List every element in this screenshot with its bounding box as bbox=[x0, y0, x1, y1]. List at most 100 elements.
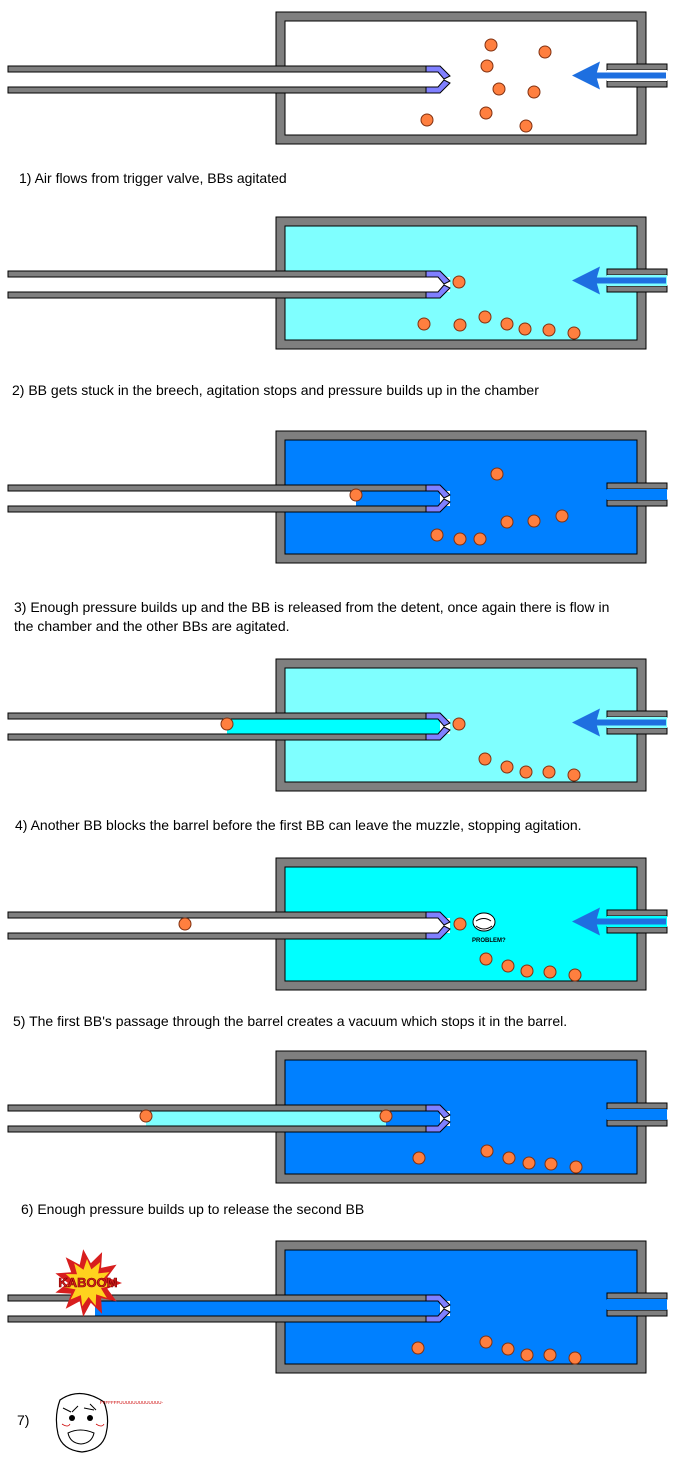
bb-circle-icon bbox=[543, 965, 557, 979]
bb-circle-icon bbox=[411, 1341, 425, 1355]
diagram-frame-3 bbox=[7, 430, 668, 564]
inlet-wall-top bbox=[606, 1292, 668, 1300]
bb-circle-icon bbox=[500, 760, 514, 774]
inlet-channel bbox=[607, 489, 667, 500]
caption-step-4: 4) Another BB blocks the barrel before t… bbox=[15, 817, 582, 833]
caption-step-1: 1) Air flows from trigger valve, BBs agi… bbox=[19, 170, 287, 186]
bb-circle-icon bbox=[492, 82, 506, 96]
troll-face-icon bbox=[472, 912, 496, 932]
explosion-burst-inner bbox=[64, 1259, 112, 1307]
barrel-wall-bottom bbox=[7, 932, 439, 940]
rage-face-veins bbox=[61, 1423, 105, 1427]
rage-face-mouth bbox=[67, 1429, 95, 1445]
detent-top bbox=[425, 712, 451, 727]
caption-step-3-line-1: 3) Enough pressure builds up and the BB … bbox=[14, 599, 610, 615]
bb-circle-icon bbox=[453, 318, 467, 332]
bb-circle-icon bbox=[518, 322, 532, 336]
rage-label: FFFFFFFUUUUUUUUUUUUU- bbox=[100, 1400, 163, 1405]
detent-top bbox=[425, 911, 451, 926]
barrel-wall-top bbox=[7, 65, 439, 73]
bb-circle-icon bbox=[430, 528, 444, 542]
caption-step-5: 5) The first BB's passage through the ba… bbox=[13, 1013, 568, 1029]
bb-circle-icon bbox=[479, 1335, 493, 1349]
barrel-wall-top bbox=[7, 484, 439, 492]
diagram-frame-6 bbox=[7, 1050, 668, 1184]
bb-circle-icon bbox=[568, 1351, 582, 1365]
bb-circle-icon bbox=[490, 467, 504, 481]
bb-circle-icon bbox=[453, 917, 467, 931]
bb-circle-icon bbox=[484, 38, 498, 52]
bb-circle-icon bbox=[379, 1109, 393, 1123]
barrel-bore bbox=[8, 277, 450, 292]
inlet-wall-bottom bbox=[606, 727, 668, 735]
flow-arrow-shaft bbox=[590, 918, 666, 925]
inlet-wall-top bbox=[606, 1102, 668, 1110]
bb-circle-icon bbox=[453, 532, 467, 546]
bb-circle-icon bbox=[417, 317, 431, 331]
barrel-wall-bottom bbox=[7, 505, 439, 513]
bb-circle-icon bbox=[543, 1348, 557, 1362]
bb-circle-icon bbox=[522, 1156, 536, 1170]
bb-circle-icon bbox=[519, 119, 533, 133]
caption-step-3-line-2: the chamber and the other BBs are agitat… bbox=[14, 618, 290, 634]
barrel-air-column bbox=[356, 491, 440, 506]
rage-face-brows bbox=[62, 1403, 97, 1413]
barrel-air-column bbox=[227, 719, 440, 734]
diagram-frame-4 bbox=[7, 658, 668, 792]
bb-circle-icon bbox=[473, 532, 487, 546]
bb-circle-icon bbox=[527, 85, 541, 99]
barrel-bore bbox=[8, 491, 450, 506]
rage-face-icon bbox=[55, 1392, 109, 1453]
inlet-wall-bottom bbox=[606, 80, 668, 88]
barrel-air-column bbox=[95, 1301, 440, 1316]
arrow-left-icon bbox=[572, 266, 600, 295]
barrel-bore bbox=[8, 918, 450, 933]
rage-face-eye-left bbox=[69, 1415, 75, 1421]
caption-step-6: 6) Enough pressure builds up to release … bbox=[21, 1201, 365, 1217]
bb-circle-icon bbox=[568, 968, 582, 982]
bb-circle-icon bbox=[569, 1160, 583, 1174]
barrel-wall-top bbox=[7, 1104, 439, 1112]
bb-circle-icon bbox=[480, 59, 494, 73]
bb-circle-icon bbox=[519, 765, 533, 779]
bb-circle-icon bbox=[567, 768, 581, 782]
inlet-wall-bottom bbox=[606, 1119, 668, 1127]
bb-circle-icon bbox=[480, 1144, 494, 1158]
bb-circle-icon bbox=[500, 515, 514, 529]
bb-circle-icon bbox=[220, 717, 234, 731]
inlet-wall-top bbox=[606, 268, 668, 276]
arrow-left-icon bbox=[572, 708, 600, 737]
bb-circle-icon bbox=[527, 514, 541, 528]
troll-face-brow bbox=[475, 918, 492, 922]
bb-circle-icon bbox=[452, 717, 466, 731]
detent-bottom bbox=[425, 1308, 451, 1323]
detent-bottom bbox=[425, 79, 451, 94]
inlet-wall-top bbox=[606, 482, 668, 490]
detent-top bbox=[425, 65, 451, 80]
inlet-channel bbox=[607, 1299, 667, 1310]
troll-face-grin bbox=[475, 925, 493, 930]
barrel-wall-top bbox=[7, 712, 439, 720]
detent-bottom bbox=[425, 1118, 451, 1133]
bb-circle-icon bbox=[520, 1348, 534, 1362]
flow-arrow-shaft bbox=[590, 719, 666, 726]
detent-top bbox=[425, 1294, 451, 1309]
problem-label: PROBLEM? bbox=[472, 938, 506, 944]
bb-circle-icon bbox=[478, 752, 492, 766]
detent-bottom bbox=[425, 498, 451, 513]
detent-bottom bbox=[425, 925, 451, 940]
diagram-frame-7: KABOOM bbox=[7, 1240, 668, 1374]
barrel-wall-bottom bbox=[7, 86, 439, 94]
diagram-frame-2 bbox=[7, 216, 668, 350]
bb-circle-icon bbox=[542, 765, 556, 779]
detent-top bbox=[425, 270, 451, 285]
barrel-wall-top bbox=[7, 270, 439, 278]
detent-bottom bbox=[425, 284, 451, 299]
bb-circle-icon bbox=[501, 1342, 515, 1356]
barrel-wall-bottom bbox=[7, 1125, 439, 1133]
barrel-wall-bottom bbox=[7, 733, 439, 741]
bb-circle-icon bbox=[567, 326, 581, 340]
bb-circle-icon bbox=[479, 952, 493, 966]
inlet-wall-top bbox=[606, 909, 668, 917]
bb-circle-icon bbox=[555, 509, 569, 523]
